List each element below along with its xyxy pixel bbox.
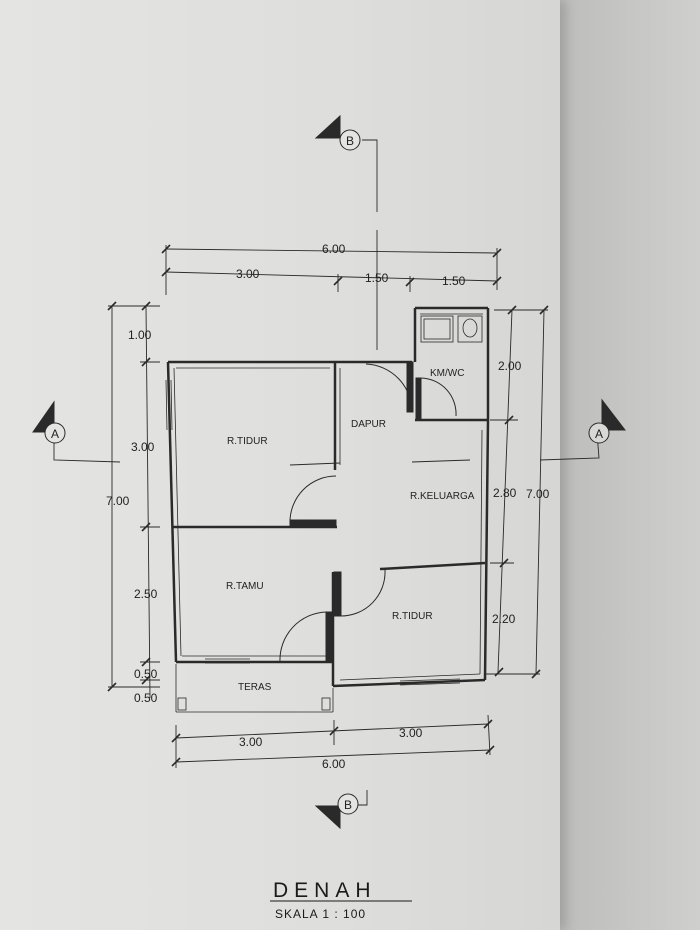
section-marker-b-bottom: B: [344, 798, 352, 812]
dim-left-2: 3.00: [131, 440, 155, 454]
room-label-kitchen: DAPUR: [351, 419, 386, 430]
dim-top-right: 1.50: [442, 274, 466, 288]
drawing-title: DENAH: [273, 879, 377, 902]
dim-left-1: 1.00: [128, 328, 152, 342]
section-marker-b-top: B: [346, 134, 354, 148]
room-label-bedroom-2: R.TIDUR: [392, 611, 433, 622]
doors: [279, 361, 457, 663]
drawing-scale: SKALA 1 : 100: [275, 907, 366, 921]
room-label-family-room: R.KELUARGA: [410, 491, 475, 502]
dim-top-total: 6.00: [322, 242, 346, 256]
dim-bottom-right: 3.00: [399, 726, 423, 740]
section-lines: [53, 139, 600, 806]
paper-sheet: [0, 0, 560, 930]
dim-right-total: 7.00: [526, 487, 550, 501]
dim-left-3: 2.50: [134, 587, 158, 601]
dim-right-2: 2.80: [493, 486, 517, 500]
dimension-lines: [108, 245, 548, 768]
room-label-terrace: TERAS: [238, 682, 272, 693]
dim-bottom-left: 3.00: [239, 735, 263, 749]
dimension-ticks: [107, 244, 549, 767]
exterior-walls: [166, 306, 490, 688]
dim-bottom-total: 6.00: [322, 757, 346, 771]
section-marker-a-right: A: [595, 427, 603, 441]
section-marker-a-left: A: [51, 427, 59, 441]
dim-right-3: 2.20: [492, 612, 516, 626]
room-label-living-room: R.TAMU: [226, 581, 264, 592]
windows: [165, 379, 461, 686]
room-label-bedroom-1: R.TIDUR: [227, 436, 268, 447]
dim-left-5: 0.50: [134, 691, 158, 705]
section-markers: [32, 114, 627, 830]
bathroom-fixtures: [420, 315, 483, 343]
dim-left-4: 0.50: [134, 667, 158, 681]
dim-top-left: 3.00: [236, 267, 260, 281]
dim-top-mid: 1.50: [365, 271, 389, 285]
dim-left-total: 7.00: [106, 494, 130, 508]
terrace: [175, 664, 334, 713]
dim-right-1: 2.00: [498, 359, 522, 373]
room-label-bathroom: KM/WC: [430, 368, 464, 379]
